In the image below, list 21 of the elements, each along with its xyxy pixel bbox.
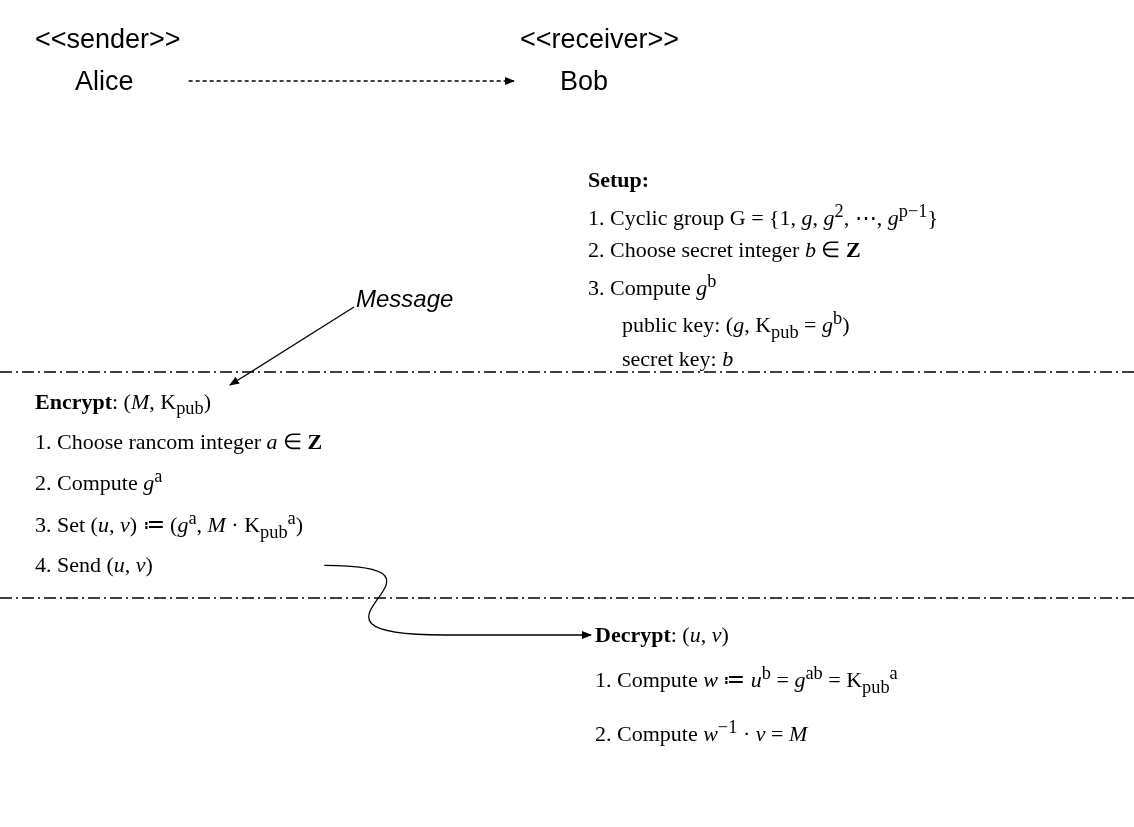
stereotype-label: <<sender>> bbox=[35, 23, 181, 56]
actor-name: Bob bbox=[559, 65, 610, 98]
step-text: 4. Send (u, v) bbox=[35, 551, 154, 580]
arrow bbox=[229, 306, 355, 386]
actor-name: Alice bbox=[74, 65, 135, 98]
step-text: 1. Choose rancom integer a ∈ Z bbox=[35, 428, 323, 457]
arrow bbox=[323, 564, 592, 639]
step-text: secret key: b bbox=[621, 345, 735, 374]
arrow bbox=[188, 77, 515, 85]
step-text: public key: (g, K$_{pub}$ = g$^{b}$) bbox=[621, 306, 851, 344]
step-text: 3. Set (u, v) ≔ (g$^{a}$, M · K$_{pub}$$^{a}$) bbox=[35, 506, 305, 544]
step-heading: Encrypt: (M, K$_{pub}$) bbox=[35, 388, 212, 421]
stereotype-label: <<receiver>> bbox=[520, 23, 680, 56]
step-heading: Decrypt: (u, v) bbox=[595, 621, 730, 649]
step-text: 2. Choose secret integer b ∈ Z bbox=[588, 236, 862, 265]
step-text: 2. Compute w$^{−1}$ · v = M bbox=[595, 715, 809, 749]
step-text: 1. Cyclic group G = {1, g, g$^{2}$, ⋯, g$^{p−1}$} bbox=[588, 200, 938, 233]
message-label: Message bbox=[356, 285, 454, 313]
step-text: 3. Compute g$^{b}$ bbox=[588, 270, 718, 303]
step-heading: Setup: bbox=[588, 166, 651, 194]
step-text: 2. Compute g$^{a}$ bbox=[35, 465, 164, 498]
